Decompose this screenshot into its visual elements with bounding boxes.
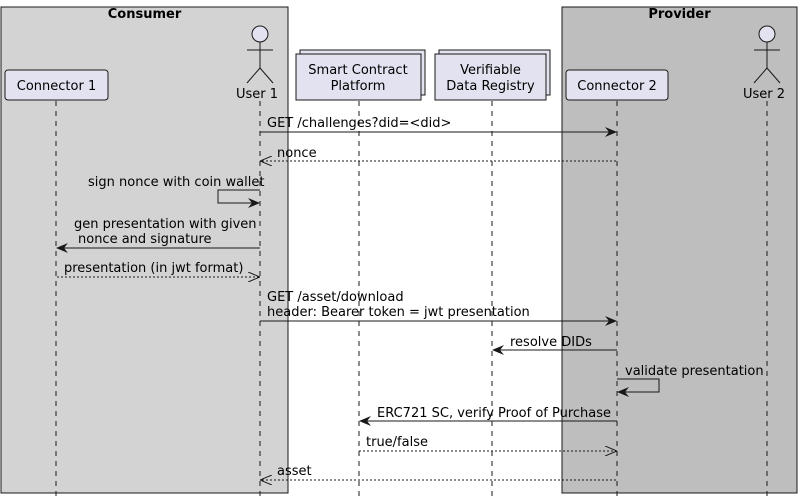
message-5-label: presentation (in jwt format) xyxy=(64,261,243,276)
participant-user-2-label: User 2 xyxy=(743,87,785,102)
message-7-label: resolve DIDs xyxy=(510,335,592,350)
consumer-group-label: Consumer xyxy=(108,7,182,22)
message-9-label: ERC721 SC, verify Proof of Purchase xyxy=(377,406,611,421)
participant-verifiable-data-registry-label-line2: Data Registry xyxy=(446,79,535,94)
message-3-self-arrow xyxy=(217,189,260,208)
message-3-label: sign nonce with coin wallet xyxy=(88,175,264,190)
participant-verifiable-data-registry-box xyxy=(434,53,547,101)
participant-connector-2-box xyxy=(565,69,669,101)
message-4-label-line2: nonce and signature xyxy=(78,232,212,247)
message-6-label-line2: header: Bearer token = jwt presentation xyxy=(267,305,530,320)
participant-smart-contract-platform-box xyxy=(295,53,422,101)
lifelines xyxy=(55,101,768,497)
participant-user-1-label: User 1 xyxy=(236,87,278,102)
message-11-label: asset xyxy=(277,464,312,479)
actor-user-1-icon xyxy=(246,25,274,84)
participant-smart-contract-platform-label-line1: Smart Contract xyxy=(308,63,407,78)
participant-verifiable-data-registry-label-line1: Verifiable xyxy=(460,63,521,78)
message-8-label: validate presentation xyxy=(625,364,764,379)
participant-connector-1-label: Connector 1 xyxy=(17,79,96,94)
message-1-label: GET /challenges?did=<did> xyxy=(267,116,451,131)
participant-connector-1-box xyxy=(4,69,109,101)
message-6-label-line1: GET /asset/download xyxy=(267,290,404,305)
provider-group-label: Provider xyxy=(648,7,711,22)
participant-connector-2-label: Connector 2 xyxy=(577,79,656,94)
message-10-label: true/false xyxy=(366,435,428,450)
message-4-label-line1: gen presentation with given xyxy=(74,217,257,232)
message-8-self-arrow xyxy=(617,378,660,397)
actor-user-2-icon xyxy=(753,25,781,84)
participant-smart-contract-platform-label-line2: Platform xyxy=(331,79,386,94)
message-2-label: nonce xyxy=(277,146,317,161)
